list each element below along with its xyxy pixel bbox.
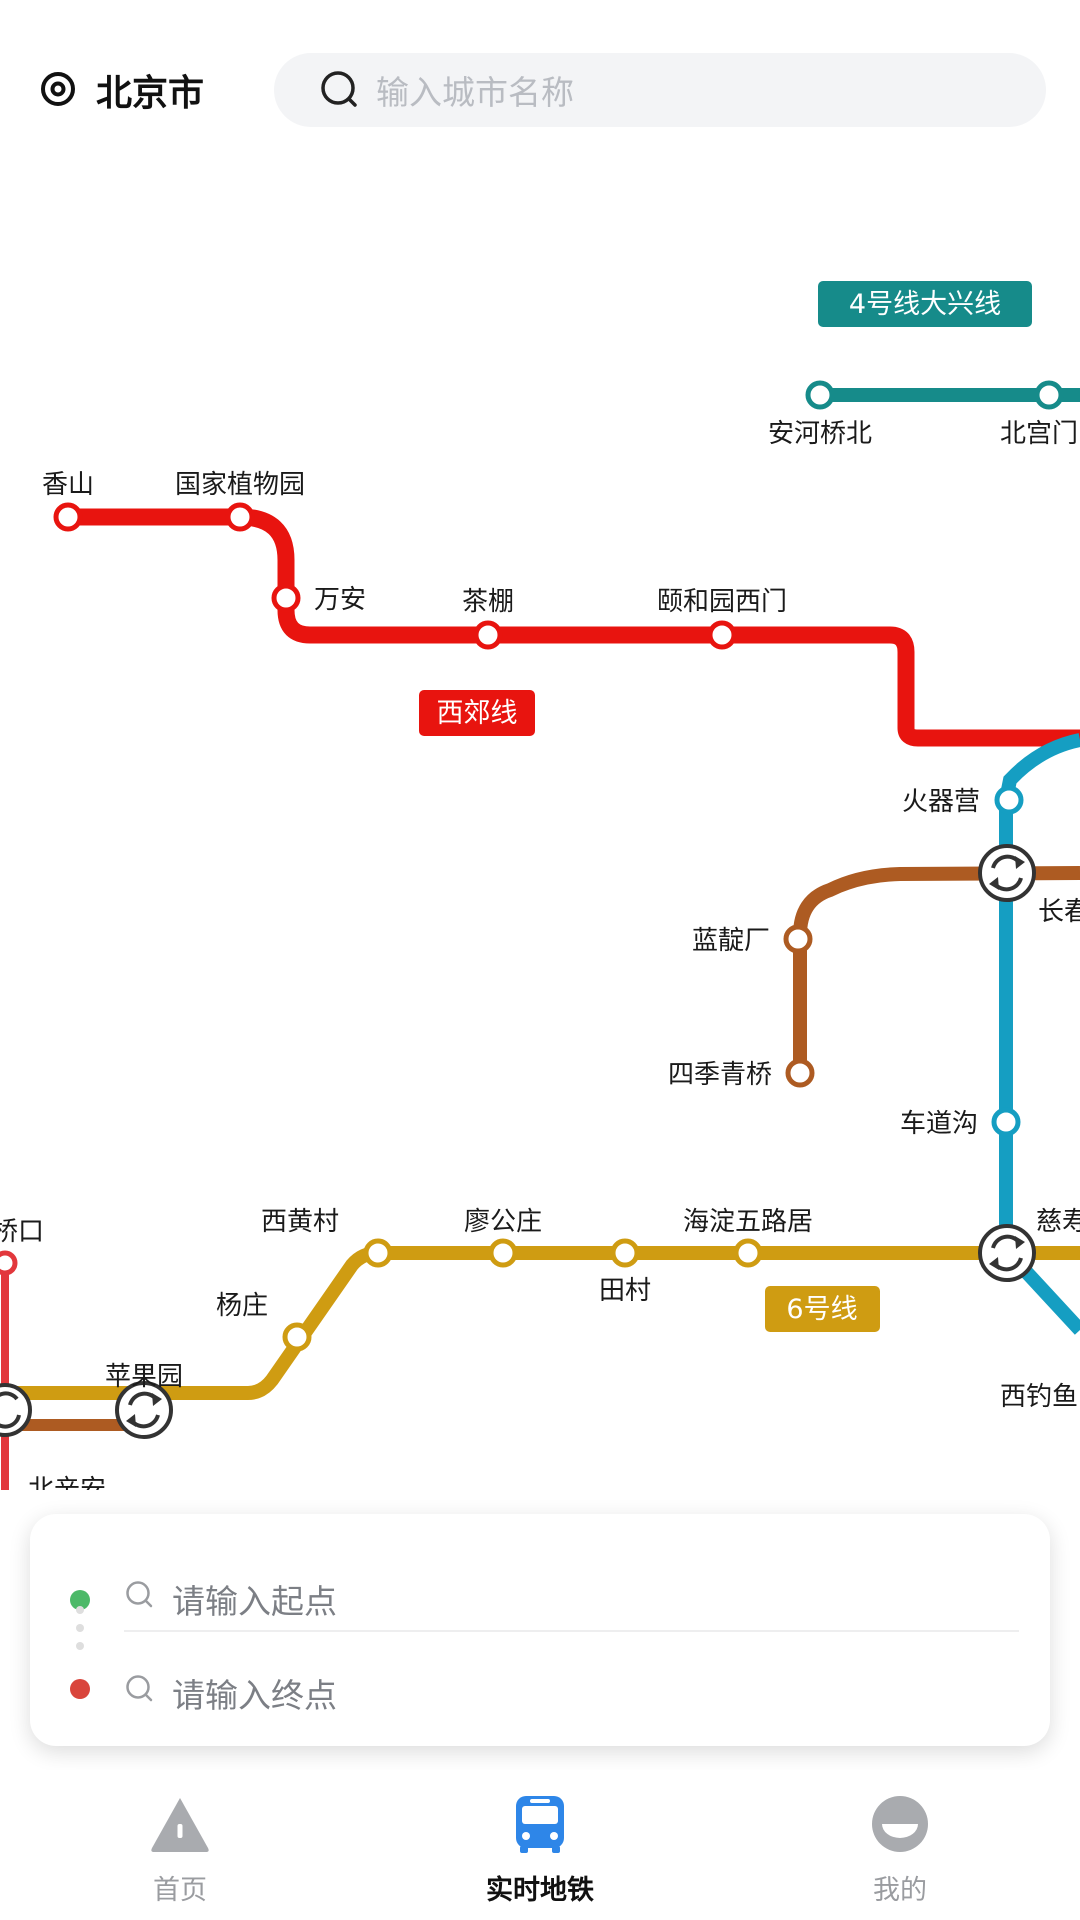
- search-placeholder: 输入城市名称: [376, 73, 574, 112]
- transfer-changchun-icon: [978, 844, 1036, 902]
- station-jinan: [0, 1250, 18, 1276]
- search-icon: [321, 71, 357, 107]
- top-header: 北京市 输入城市名称: [0, 0, 1080, 180]
- city-selector[interactable]: 北京市: [38, 62, 204, 118]
- bottom-nav: 首页 实时地铁 我的: [0, 1770, 1080, 1920]
- search-icon: [126, 1675, 153, 1702]
- brown-line-track: [793, 866, 1080, 1073]
- start-dot: [70, 1590, 90, 1610]
- city-search-input[interactable]: 输入城市名称: [274, 53, 1046, 127]
- label-haidian: 海淀五路居: [683, 1207, 813, 1237]
- transfer-pingguo-icon: [115, 1381, 173, 1439]
- end-placeholder: 请输入终点: [172, 1676, 337, 1715]
- station-huoqiying: [994, 785, 1024, 815]
- transfer-cishou-icon: [978, 1224, 1036, 1282]
- station-anhe: [805, 380, 835, 410]
- label-huoqiying: 火器营: [902, 787, 980, 817]
- label-pingguo: 苹果园: [105, 1362, 183, 1392]
- label-anhe: 安河桥北: [768, 419, 872, 449]
- route-planner-card: 请输入起点 请输入终点: [30, 1514, 1050, 1746]
- station-landian: [783, 924, 813, 954]
- line4-badge-label: 4号线大兴线: [849, 289, 1001, 320]
- line4-badge: 4号线大兴线: [818, 281, 1032, 327]
- end-point-input[interactable]: 请输入终点: [30, 1649, 1050, 1729]
- station-chedao: [991, 1107, 1021, 1137]
- station-siji: [785, 1058, 815, 1088]
- station-yangzhuang: [282, 1322, 312, 1352]
- station-guojia: [225, 502, 255, 532]
- metro-map[interactable]: 4号线大兴线 西郊线 6号线 香山 国家植物园 万安 茶棚 颐和园西门 安河桥北…: [0, 180, 1080, 1490]
- label-yangzhuang: 杨庄: [216, 1291, 268, 1321]
- label-landian: 蓝靛厂: [692, 926, 770, 956]
- label-xidiaoyu: 西钓鱼台: [1000, 1382, 1080, 1412]
- bus-icon: [516, 1796, 564, 1853]
- label-changchun: 长春桥: [1038, 897, 1080, 927]
- label-xiangshan: 香山: [42, 470, 94, 500]
- route-connector-dot: [76, 1606, 84, 1614]
- metro-map-canvas[interactable]: 4号线大兴线 西郊线 6号线 香山 国家植物园 万安 茶棚 颐和园西门 安河桥北…: [0, 180, 1080, 1490]
- label-guojia: 国家植物园: [175, 470, 305, 500]
- label-yiheyuan: 颐和园西门: [657, 587, 787, 617]
- tab-mine-label: 我的: [873, 1875, 927, 1906]
- label-chedao: 车道沟: [900, 1109, 978, 1139]
- route-connector-dot: [76, 1624, 84, 1632]
- home-navigation-icon: [151, 1798, 209, 1852]
- tab-home-label: 首页: [153, 1875, 207, 1906]
- end-dot: [70, 1679, 90, 1699]
- xijiao-badge-label: 西郊线: [437, 698, 518, 729]
- label-siji: 四季青桥: [668, 1060, 772, 1090]
- station-beigong: [1034, 380, 1064, 410]
- xijiao-track: [68, 508, 1080, 747]
- line6-badge-label: 6号线: [786, 1294, 857, 1325]
- station-haidian: [733, 1238, 763, 1268]
- location-pin-icon: [41, 72, 75, 106]
- station-yiheyuan: [707, 620, 737, 650]
- route-divider: [124, 1630, 1019, 1632]
- tab-mine[interactable]: 我的: [800, 1770, 1000, 1920]
- label-chapeng: 茶棚: [462, 587, 514, 617]
- line6-badge: 6号线: [765, 1286, 880, 1332]
- station-liaogong: [488, 1238, 518, 1268]
- start-placeholder: 请输入起点: [172, 1582, 337, 1621]
- city-name: 北京市: [96, 73, 205, 114]
- label-tiancun: 田村: [599, 1276, 651, 1306]
- station-xiangshan: [53, 502, 83, 532]
- label-xihuang: 西黄村: [261, 1207, 339, 1237]
- start-point-input[interactable]: 请输入起点: [30, 1555, 1050, 1635]
- label-liaogong: 廖公庄: [464, 1207, 542, 1237]
- label-beixin: 北辛安: [28, 1475, 106, 1490]
- transfer-left-icon: [0, 1383, 32, 1437]
- label-beigong: 北宫门: [1000, 419, 1078, 449]
- tab-metro-label: 实时地铁: [486, 1875, 594, 1906]
- tab-home[interactable]: 首页: [80, 1770, 280, 1920]
- profile-icon: [872, 1796, 928, 1852]
- label-jinan: 金安桥口: [0, 1217, 44, 1247]
- xijiao-badge: 西郊线: [419, 690, 535, 736]
- station-tiancun: [610, 1238, 640, 1268]
- station-wanan: [271, 583, 301, 613]
- search-icon: [126, 1581, 153, 1608]
- route-connector-dot: [76, 1642, 84, 1650]
- station-xihuang: [363, 1238, 393, 1268]
- tab-metro[interactable]: 实时地铁: [440, 1770, 640, 1920]
- label-wanan: 万安: [314, 585, 366, 615]
- label-cishou: 慈寿寺: [1036, 1207, 1080, 1237]
- station-chapeng: [473, 620, 503, 650]
